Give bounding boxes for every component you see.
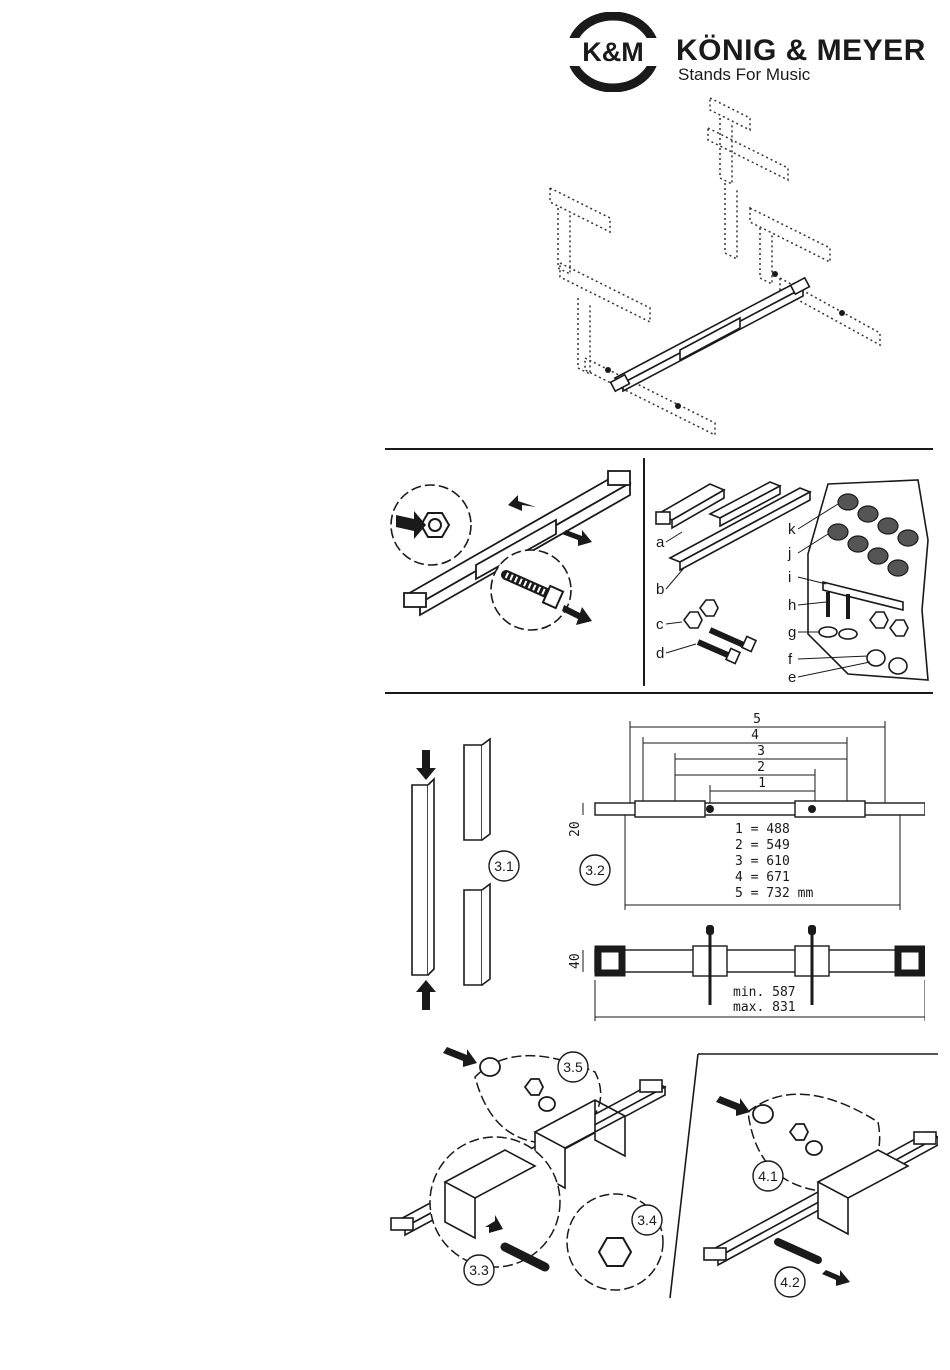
height-label: 20 [568, 821, 583, 837]
step-3-2-label: 3.2 [585, 862, 605, 878]
part-label-i: i [788, 569, 791, 586]
step-3-1-illustration: 3.1 [392, 730, 532, 1020]
dim-marker-3: 3 [757, 744, 765, 759]
dim-marker-5: 5 [753, 712, 761, 727]
brand-tagline: Stands For Music [678, 65, 810, 85]
min-length: min. 587 [733, 985, 796, 1000]
step-4-1-label: 4.1 [758, 1168, 778, 1184]
stand-overview-illustration [530, 88, 910, 443]
step-3-4-label: 3.4 [637, 1212, 657, 1228]
step-3-1-label: 3.1 [494, 858, 514, 874]
length-5: 5 = 732 mm [735, 886, 813, 901]
dim-marker-2: 2 [757, 760, 765, 775]
width-label: 40 [568, 953, 583, 969]
dim-marker-1: 1 [758, 776, 766, 791]
divider-top [385, 448, 933, 450]
length-3: 3 = 610 [735, 854, 790, 869]
divider-vertical [643, 458, 645, 686]
part-label-j: j [787, 545, 791, 562]
step-4-2-label: 4.2 [780, 1274, 800, 1290]
part-label-f: f [788, 651, 793, 668]
max-length: max. 831 [733, 1000, 796, 1015]
crossbar-detail-illustration [386, 455, 641, 685]
length-2: 2 = 549 [735, 838, 790, 853]
part-label-a: a [656, 534, 665, 551]
part-label-k: k [788, 521, 796, 538]
step-4-panel: 4.1 4.2 [668, 1052, 938, 1302]
step-3-5-label: 3.5 [563, 1059, 583, 1075]
parts-list-illustration: a b c d e f g h i j k [648, 462, 938, 687]
part-label-b: b [656, 581, 664, 598]
part-label-h: h [788, 597, 796, 614]
length-1: 1 = 488 [735, 822, 790, 837]
step-3-3-label: 3.3 [469, 1262, 489, 1278]
divider-middle [385, 692, 933, 694]
logo-text: K&M [582, 37, 644, 67]
step-3-2-dimensions: 5 4 3 2 1 20 40 1 = 488 2 = 549 3 = 610 … [565, 705, 925, 1025]
step-3-assembly-illustration: 3.5 3.3 3.4 [385, 1032, 685, 1292]
brand-name: KÖNIG & MEYER [676, 34, 926, 68]
dim-marker-4: 4 [751, 728, 759, 743]
part-label-g: g [788, 624, 796, 641]
part-label-e: e [788, 669, 796, 686]
part-label-c: c [656, 616, 664, 633]
length-4: 4 = 671 [735, 870, 790, 885]
part-label-d: d [656, 645, 664, 662]
km-logo: K&M [562, 12, 664, 92]
